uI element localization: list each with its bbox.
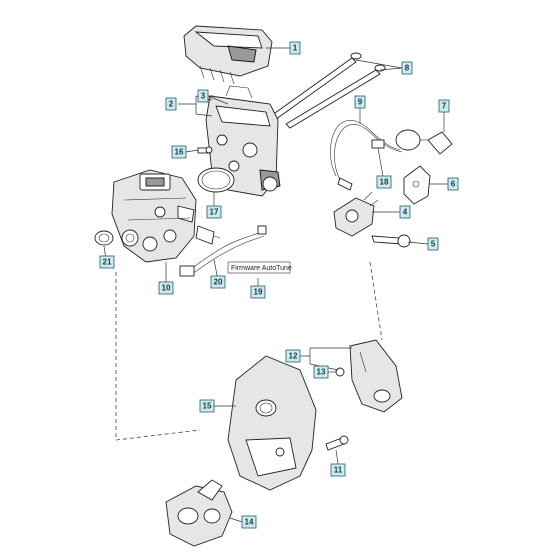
callout-7-label: 7: [442, 102, 447, 111]
bolt: [325, 435, 349, 451]
fitting: [371, 139, 385, 149]
callout-15: 15: [199, 399, 215, 413]
callout-9-label: 9: [358, 98, 363, 107]
callout-21-label: 21: [103, 258, 112, 267]
callout-4: 4: [399, 205, 411, 219]
callout-7: 7: [438, 99, 450, 113]
callout-4-label: 4: [403, 208, 408, 217]
dashed-guide: [115, 261, 383, 441]
callout-20-label: 20: [214, 278, 223, 287]
callout-18-label: 18: [380, 178, 389, 187]
callout-15-label: 15: [203, 402, 212, 411]
air-filter-cover: [183, 25, 273, 85]
callout-21: 21: [99, 255, 115, 269]
callout-6-label: 6: [451, 180, 456, 189]
callout-17-label: 17: [210, 208, 219, 217]
long-bolts: [267, 52, 386, 129]
callout-10: 10: [158, 281, 174, 295]
callout-12-label: 12: [289, 352, 298, 361]
crankcase: [227, 355, 317, 491]
callout-3: 3: [197, 89, 209, 103]
screw: [197, 146, 213, 154]
wire-harness: [179, 225, 267, 277]
callout-5-label: 5: [431, 240, 436, 249]
connector: [195, 225, 221, 245]
callout-16-label: 16: [175, 148, 184, 157]
callout-14-label: 14: [245, 518, 254, 527]
callout-8-label: 8: [405, 64, 410, 73]
intake-manifold: [165, 479, 233, 547]
callout-11-label: 11: [334, 466, 343, 475]
ring: [94, 230, 114, 246]
callout-13: 13: [313, 365, 329, 379]
firmware-note: Firmware AutoTune: [227, 261, 292, 274]
valve: [371, 234, 411, 248]
callout-20: 20: [210, 275, 226, 289]
small-screw: [335, 367, 345, 377]
callout-17: 17: [206, 205, 222, 219]
callout-2: 2: [165, 97, 177, 111]
callout-18: 18: [376, 175, 392, 189]
gasket: [197, 167, 235, 193]
fuel-line: [330, 120, 403, 191]
bracket: [403, 165, 431, 205]
callout-5: 5: [427, 237, 439, 251]
callout-14: 14: [241, 515, 257, 529]
callout-1: 1: [289, 41, 301, 55]
callout-12: 12: [285, 349, 301, 363]
firmware-note-text: Firmware AutoTune: [231, 265, 292, 272]
callout-19: 19: [250, 285, 266, 299]
callout-9: 9: [354, 95, 366, 109]
callout-10-label: 10: [162, 284, 171, 293]
control-module-assembly: [111, 169, 197, 263]
callout-2-label: 2: [169, 100, 174, 109]
callout-3-label: 3: [201, 92, 206, 101]
callout-13-label: 13: [317, 368, 326, 377]
callout-16: 16: [171, 145, 187, 159]
callout-19-label: 19: [254, 288, 263, 297]
callout-11: 11: [330, 463, 346, 477]
throttle-assembly: [333, 191, 379, 237]
handle-bracket: [349, 339, 403, 413]
callout-8: 8: [401, 61, 413, 75]
callout-1-label: 1: [293, 44, 298, 53]
primer-bulb: [395, 129, 453, 155]
callout-6: 6: [447, 177, 459, 191]
